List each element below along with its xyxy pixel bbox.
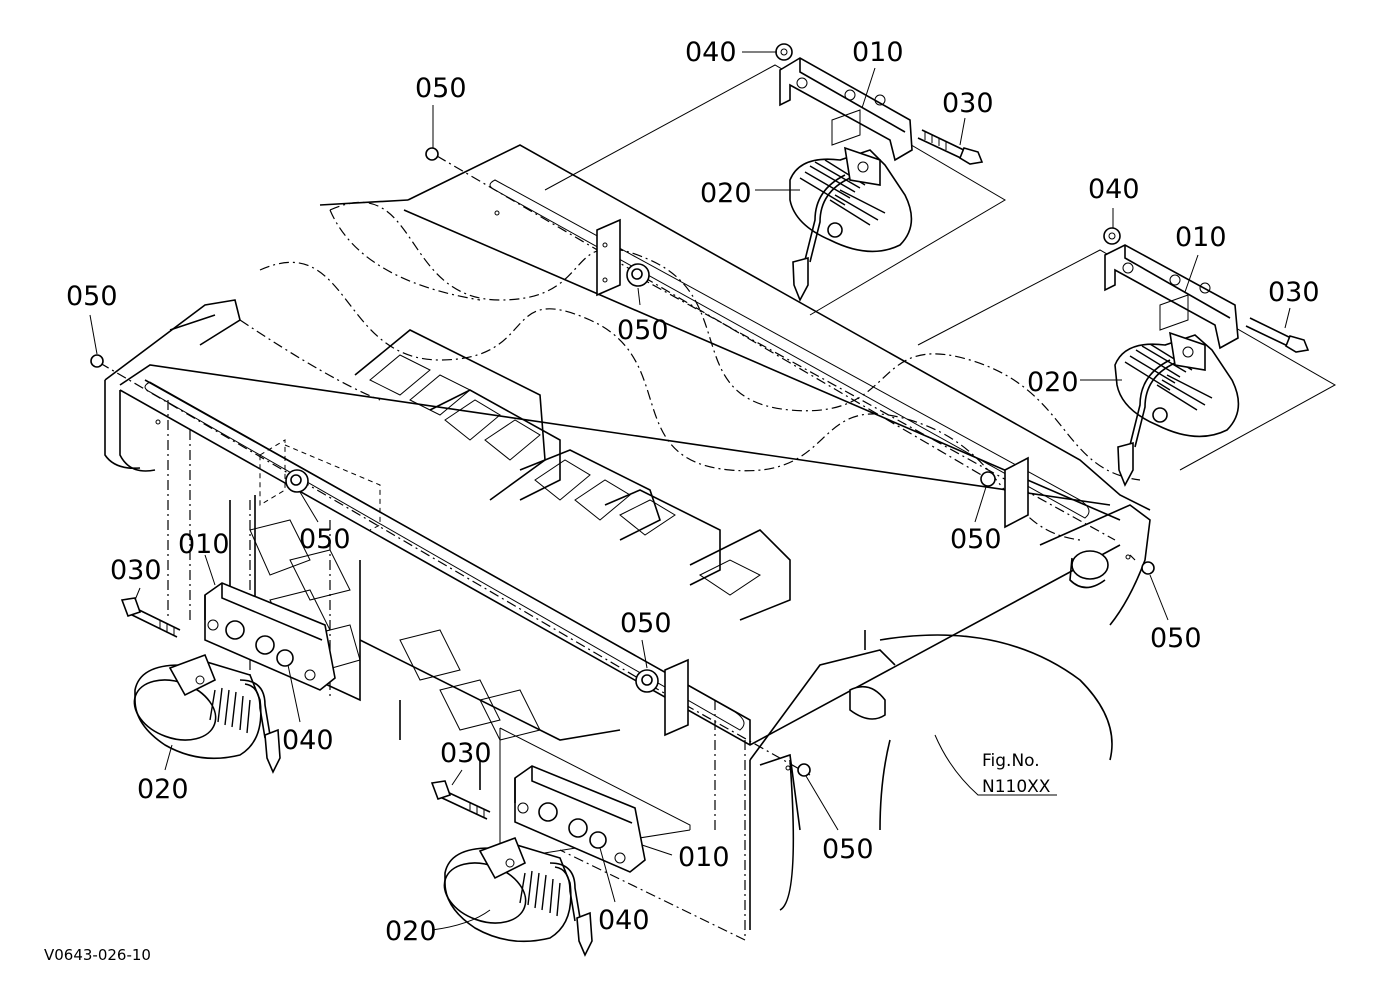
callout-030-top2: 030 — [1268, 277, 1320, 308]
callout-050-mid-left: 050 — [299, 524, 351, 555]
callout-020-bottom2: 020 — [385, 916, 437, 947]
callout-010-top2: 010 — [1175, 222, 1227, 253]
lamp-assembly-bottom-1 — [120, 582, 336, 774]
callout-010-top1: 010 — [852, 37, 904, 68]
mount-plates — [259, 218, 1029, 737]
callout-010-bottom2: 010 — [678, 842, 730, 873]
break-lines — [239, 201, 1141, 541]
callout-050-top-left: 050 — [415, 73, 467, 104]
frame-body — [104, 144, 1151, 930]
callout-050-left: 050 — [66, 281, 118, 312]
figure-reference: Fig.No. N110XX — [982, 751, 1051, 797]
nut-050-mid-left — [290, 474, 302, 486]
callout-020-top2: 020 — [1027, 367, 1079, 398]
callout-labels: 040 010 030 020 050 050 040 010 030 020 … — [66, 37, 1320, 947]
callout-040-top1: 040 — [685, 37, 737, 68]
figure-ref-line2: N110XX — [982, 777, 1051, 797]
leader-lines — [89, 51, 1291, 931]
callout-040-bottom2: 040 — [598, 905, 650, 936]
nut-050-bottom-right — [797, 763, 811, 777]
nut-050-left — [90, 354, 104, 368]
lamp-assembly-top-2 — [1103, 227, 1310, 487]
figure-ref-line1: Fig.No. — [982, 751, 1040, 771]
nut-050-top-left — [425, 147, 439, 161]
nut-050-center — [641, 674, 653, 686]
nut-050-mid-right — [980, 471, 996, 487]
callout-020-top1: 020 — [700, 178, 752, 209]
nut-050-top-mid — [631, 268, 643, 280]
callout-040-bottom1: 040 — [282, 725, 334, 756]
callout-050-center: 050 — [620, 608, 672, 639]
callout-020-bottom1: 020 — [137, 774, 189, 805]
nut-050-right — [1141, 561, 1155, 575]
lamp-assembly-bottom-2 — [430, 765, 646, 957]
callout-050-right: 050 — [1150, 623, 1202, 654]
callout-030-bottom1: 030 — [110, 555, 162, 586]
assembly-planes — [499, 64, 1337, 861]
callout-030-bottom2: 030 — [440, 738, 492, 769]
callout-050-top-mid: 050 — [617, 315, 669, 346]
callout-030-top1: 030 — [942, 88, 994, 119]
callout-050-mid-right: 050 — [950, 524, 1002, 555]
lamp-assembly-top-1 — [775, 43, 984, 302]
flange-nuts — [90, 147, 1155, 777]
callout-050-bottom-right: 050 — [822, 834, 874, 865]
callout-040-top2: 040 — [1088, 174, 1140, 205]
reference-code: V0643-026-10 — [44, 946, 151, 964]
callout-010-bottom1: 010 — [178, 529, 230, 560]
